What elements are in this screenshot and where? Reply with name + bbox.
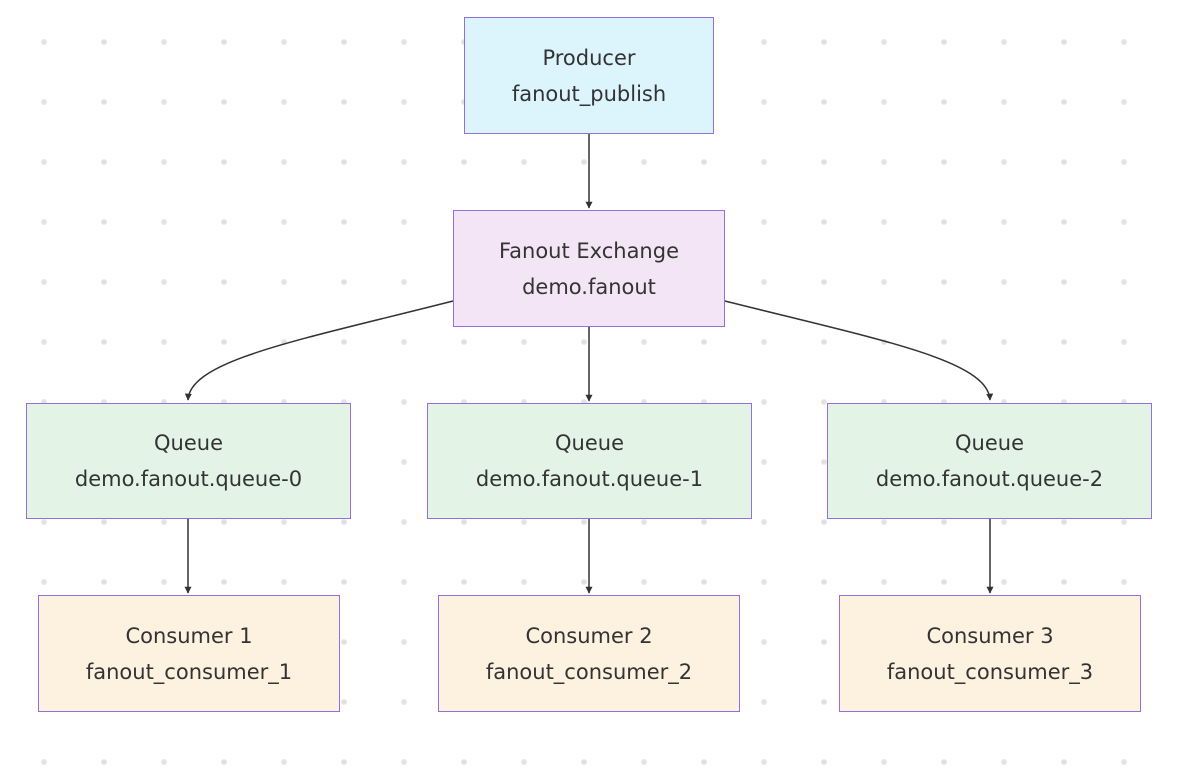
consumer-2-node[interactable]: Consumer 2 fanout_consumer_2 [438, 595, 740, 712]
queue-1-node[interactable]: Queue demo.fanout.queue-1 [427, 403, 752, 519]
queue-1-title: Queue [555, 431, 624, 455]
queue-2-subtitle: demo.fanout.queue-2 [875, 467, 1104, 491]
queue-0-title: Queue [154, 431, 223, 455]
producer-title: Producer [542, 45, 636, 70]
consumer-2-title: Consumer 2 [525, 623, 653, 648]
queue-1-subtitle: demo.fanout.queue-1 [475, 467, 704, 491]
edge-exchange-to-queue-2 [724, 300, 994, 401]
producer-subtitle: fanout_publish [511, 81, 667, 106]
queue-0-node[interactable]: Queue demo.fanout.queue-0 [26, 403, 351, 519]
queue-2-title: Queue [955, 431, 1024, 455]
producer-node[interactable]: Producer fanout_publish [464, 17, 714, 134]
fanout-exchange-node[interactable]: Fanout Exchange demo.fanout [453, 210, 725, 327]
exchange-subtitle: demo.fanout [522, 274, 656, 299]
exchange-title: Fanout Exchange [498, 238, 679, 263]
consumer-1-title: Consumer 1 [125, 623, 253, 648]
consumer-1-subtitle: fanout_consumer_1 [85, 659, 293, 684]
consumer-2-subtitle: fanout_consumer_2 [485, 659, 693, 684]
consumer-3-subtitle: fanout_consumer_3 [886, 659, 1094, 684]
queue-0-subtitle: demo.fanout.queue-0 [74, 467, 303, 491]
queue-2-node[interactable]: Queue demo.fanout.queue-2 [827, 403, 1152, 519]
edge-exchange-to-queue-0 [184, 300, 454, 401]
consumer-1-node[interactable]: Consumer 1 fanout_consumer_1 [38, 595, 340, 712]
consumer-3-title: Consumer 3 [926, 623, 1054, 648]
consumer-3-node[interactable]: Consumer 3 fanout_consumer_3 [839, 595, 1141, 712]
